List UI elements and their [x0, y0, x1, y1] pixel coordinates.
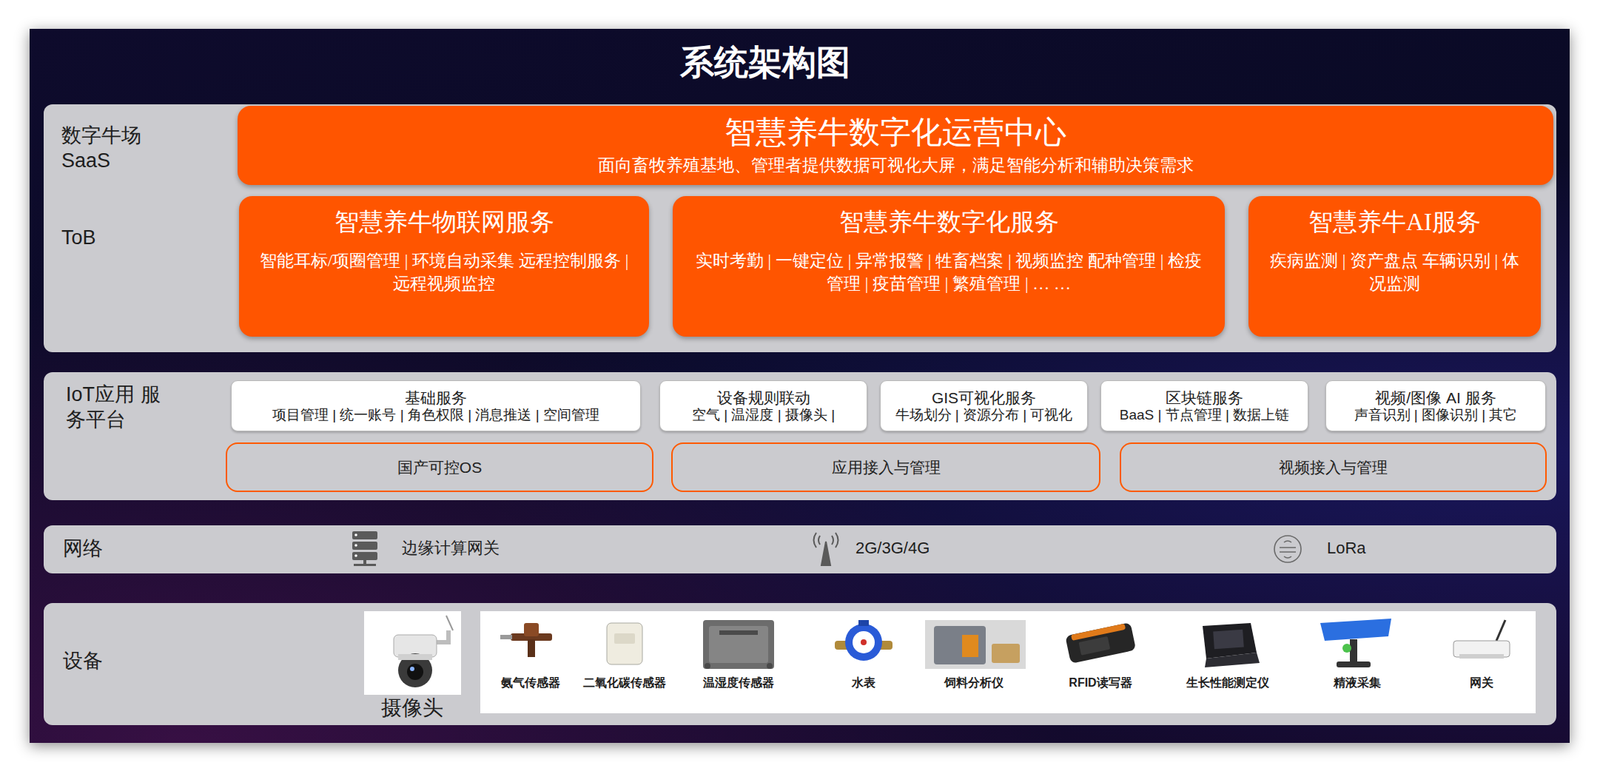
device-label: 饲料分析仪	[925, 676, 1023, 690]
layer-label: 设备	[62, 649, 167, 675]
hub-box: 智慧养牛数字化运营中心面向畜牧养殖基地、管理者提供数据可视化大屏，满足智能分析和…	[237, 105, 1554, 186]
gateway-device	[1453, 620, 1510, 659]
device-label: 氨气传感器	[482, 676, 579, 690]
image-frame	[364, 611, 462, 695]
service-box: 智慧养牛AI服务疾病监测 | 资产盘点 车辆识别 | 体况监测	[1248, 196, 1541, 337]
service-card: 视频/图像 AI 服务声音识别 | 图像识别 | 其它	[1325, 380, 1546, 432]
layer-band: IoT应用 服务平台 基础服务项目管理 | 统一账号 | 角色权限 | 消息推送 …	[43, 372, 1557, 501]
feed-analyzer	[925, 620, 1026, 670]
layer-label: IoT应用 服务平台	[65, 382, 170, 433]
band-ground	[43, 603, 1557, 726]
box-body: 实时考勤 | 一键定位 | 异常报警 | 牲畜档案 | 视频监控 配种管理 | …	[690, 249, 1208, 296]
water-meter	[834, 620, 893, 661]
box-heading: 区块链服务	[1165, 388, 1244, 408]
band-ground	[43, 372, 1557, 501]
box-heading: 智慧养牛数字化运营中心	[724, 113, 1067, 151]
box-heading: 设备规则联动	[717, 388, 811, 408]
device-label: 温湿度传感器	[690, 676, 787, 690]
lora-icon	[1274, 535, 1302, 563]
platform-box: 国产可控OS	[225, 442, 654, 493]
co2-sensor	[606, 623, 643, 665]
network-label: LoRa	[1326, 538, 1416, 558]
device-label: 二氧化碳传感器	[576, 676, 673, 690]
box-body: 疾病监测 | 资产盘点 车辆识别 | 体况监测	[1266, 249, 1524, 296]
box-heading: 智慧养牛物联网服务	[334, 207, 555, 238]
band-ground	[43, 525, 1557, 574]
layer-label: ToB	[61, 225, 173, 251]
diagram-title: 系统架构图	[680, 42, 851, 83]
device-label: 精液采集	[1309, 676, 1406, 690]
service-card: GIS可视化服务牛场划分 | 资源分布 | 可视化	[879, 380, 1088, 432]
device-label: 水表	[815, 676, 912, 690]
layer-band: 数字牛场 SaaS ToB 智慧养牛数字化运营中心面向畜牧养殖基地、管理者提供数据可…	[43, 104, 1557, 353]
humidity-sensor	[703, 620, 775, 670]
box-heading: 视频接入与管理	[1278, 458, 1388, 477]
image-frame	[480, 611, 1536, 714]
device-label: 网关	[1433, 676, 1530, 690]
service-box: 智慧养牛物联网服务智能耳标/项圈管理 | 环境自动采集 远程控制服务 | 远程视…	[239, 196, 650, 337]
network-label: 2G/3G/4G	[855, 538, 1004, 558]
service-card: 区块链服务BaaS | 节点管理 | 数据上链	[1100, 380, 1309, 432]
device-label: 生长性能测定仪	[1179, 676, 1276, 690]
box-body: 项目管理 | 统一账号 | 角色权限 | 消息推送 | 空间管理	[272, 407, 600, 425]
device-label: 摄像头	[353, 696, 472, 721]
box-body: 空气 | 温湿度 | 摄像头 |	[691, 407, 835, 425]
server-icon	[352, 531, 378, 567]
camera-illustration	[393, 615, 453, 688]
box-heading: 视频/图像 AI 服务	[1375, 388, 1496, 408]
box-heading: 智慧养牛AI服务	[1308, 207, 1481, 238]
box-heading: 应用接入与管理	[831, 458, 941, 477]
ammonia-sensor	[500, 623, 553, 658]
band-ground	[43, 104, 1557, 353]
device-label: RFID读写器	[1052, 676, 1149, 690]
box-body: 智能耳标/项圈管理 | 环境自动采集 远程控制服务 | 远程视频监控	[256, 249, 632, 296]
rfid-reader	[1064, 622, 1136, 664]
antenna-icon	[814, 532, 839, 566]
service-box: 智慧养牛数字化服务实时考勤 | 一键定位 | 异常报警 | 牲畜档案 | 视频监…	[672, 196, 1225, 337]
box-heading: 国产可控OS	[397, 458, 482, 477]
box-body: 声音识别 | 图像识别 | 其它	[1354, 407, 1518, 425]
layer-label: 网络	[62, 536, 167, 562]
network-label: 边缘计算网关	[401, 538, 565, 558]
box-body: 牛场划分 | 资源分布 | 可视化	[895, 407, 1074, 425]
semen-collector	[1320, 618, 1392, 668]
layer-band: 设备	[43, 603, 1557, 726]
box-body: BaaS | 节点管理 | 数据上链	[1119, 407, 1290, 425]
platform-box: 应用接入与管理	[671, 442, 1101, 493]
growth-meter	[1202, 623, 1260, 668]
service-card: 基础服务项目管理 | 统一账号 | 角色权限 | 消息推送 | 空间管理	[230, 380, 641, 432]
box-body: 面向畜牧养殖基地、管理者提供数据可视化大屏，满足智能分析和辅助决策需求	[597, 153, 1194, 177]
box-heading: GIS可视化服务	[931, 388, 1037, 408]
platform-box: 视频接入与管理	[1119, 442, 1547, 493]
layer-label: 数字牛场 SaaS	[61, 123, 173, 174]
service-card: 设备规则联动空气 | 温湿度 | 摄像头 |	[659, 380, 868, 432]
box-heading: 基础服务	[404, 388, 467, 408]
box-heading: 智慧养牛数字化服务	[839, 207, 1060, 238]
